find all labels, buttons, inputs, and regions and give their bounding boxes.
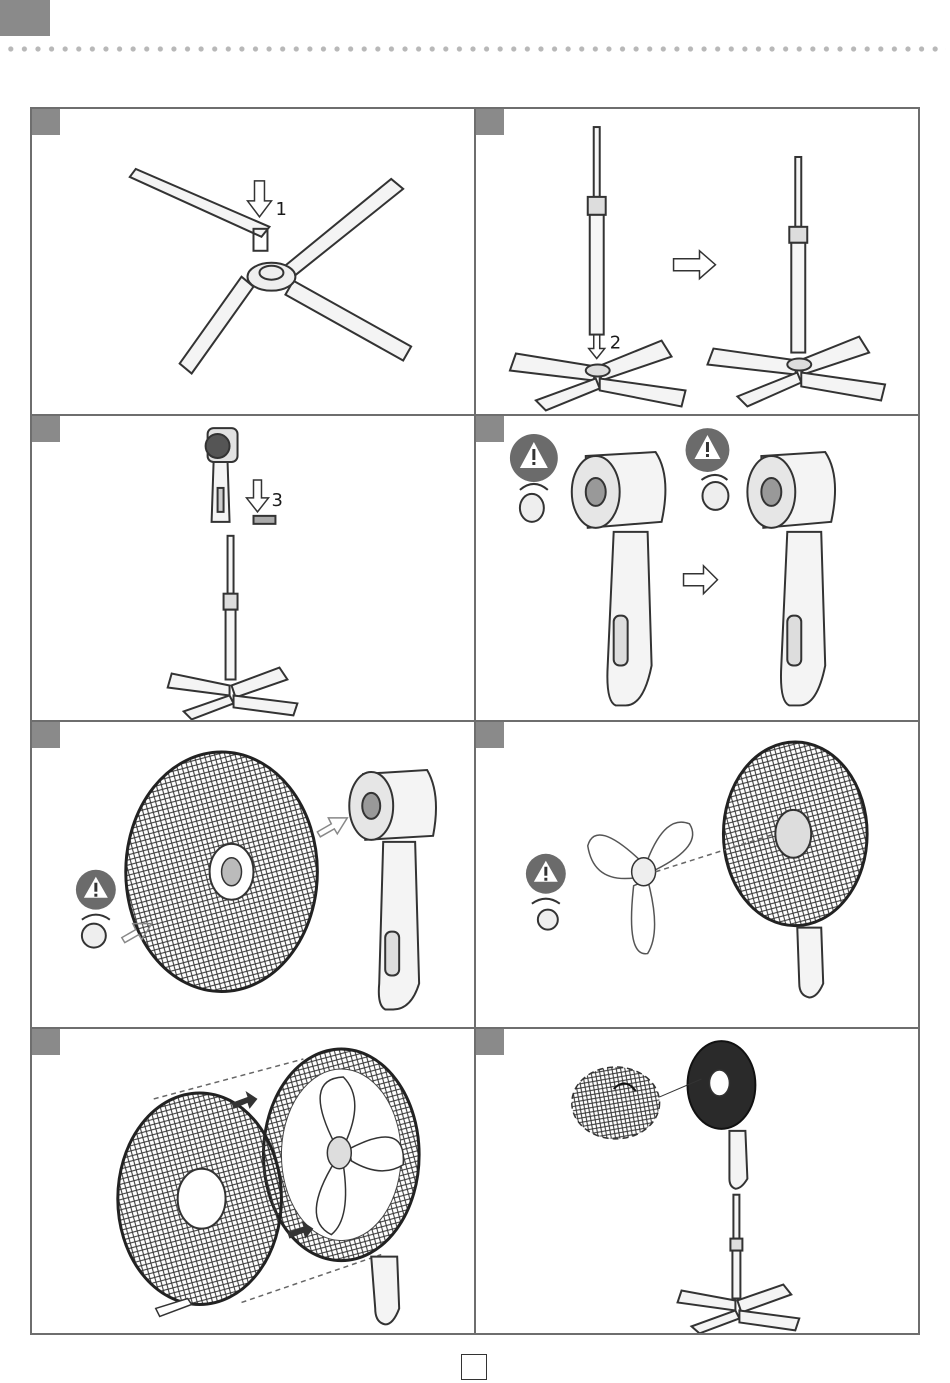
warning-icon bbox=[686, 428, 730, 472]
rear-grill-mount-illustration bbox=[32, 722, 474, 1027]
callout-number: 1 bbox=[275, 199, 286, 220]
rotate-arrow-icon bbox=[532, 899, 560, 904]
step-panel-3: 3 bbox=[32, 416, 474, 721]
down-arrow-icon bbox=[589, 335, 605, 359]
rotate-arrow-icon bbox=[520, 483, 548, 489]
right-arrow-icon bbox=[674, 251, 716, 279]
warning-icon bbox=[76, 870, 116, 910]
down-arrow-icon bbox=[248, 181, 272, 217]
step-panel-2: 2 bbox=[476, 109, 918, 414]
step-panel-1: 1 bbox=[32, 109, 474, 414]
callout-number: 3 bbox=[271, 489, 282, 510]
pole-insertion-illustration: 2 bbox=[476, 109, 918, 414]
right-arrow-icon bbox=[684, 565, 718, 593]
step-panel-6 bbox=[476, 722, 918, 1027]
completed-fan-illustration bbox=[476, 1029, 918, 1334]
step-panel-5 bbox=[32, 722, 474, 1027]
warning-icon bbox=[526, 854, 566, 894]
step-panel-4 bbox=[476, 416, 918, 721]
front-grill-attach-illustration bbox=[32, 1029, 474, 1334]
ring-nut-removal-illustration bbox=[476, 416, 918, 721]
motor-mount-illustration: 3 bbox=[32, 416, 474, 721]
blade-attach-illustration bbox=[476, 722, 918, 1027]
instruction-grid: 1 bbox=[30, 107, 920, 1335]
rotate-arrow-icon bbox=[701, 474, 727, 479]
rotate-arrow-icon bbox=[82, 915, 110, 920]
step-panel-7 bbox=[32, 1029, 474, 1334]
header-tab bbox=[0, 0, 50, 36]
dotted-rule bbox=[4, 44, 946, 54]
base-assembly-illustration: 1 bbox=[32, 109, 474, 414]
callout-number: 2 bbox=[610, 333, 621, 354]
page-number-box bbox=[461, 1354, 487, 1380]
warning-icon bbox=[510, 434, 558, 482]
step-panel-8 bbox=[476, 1029, 918, 1334]
down-arrow-icon bbox=[247, 479, 269, 511]
